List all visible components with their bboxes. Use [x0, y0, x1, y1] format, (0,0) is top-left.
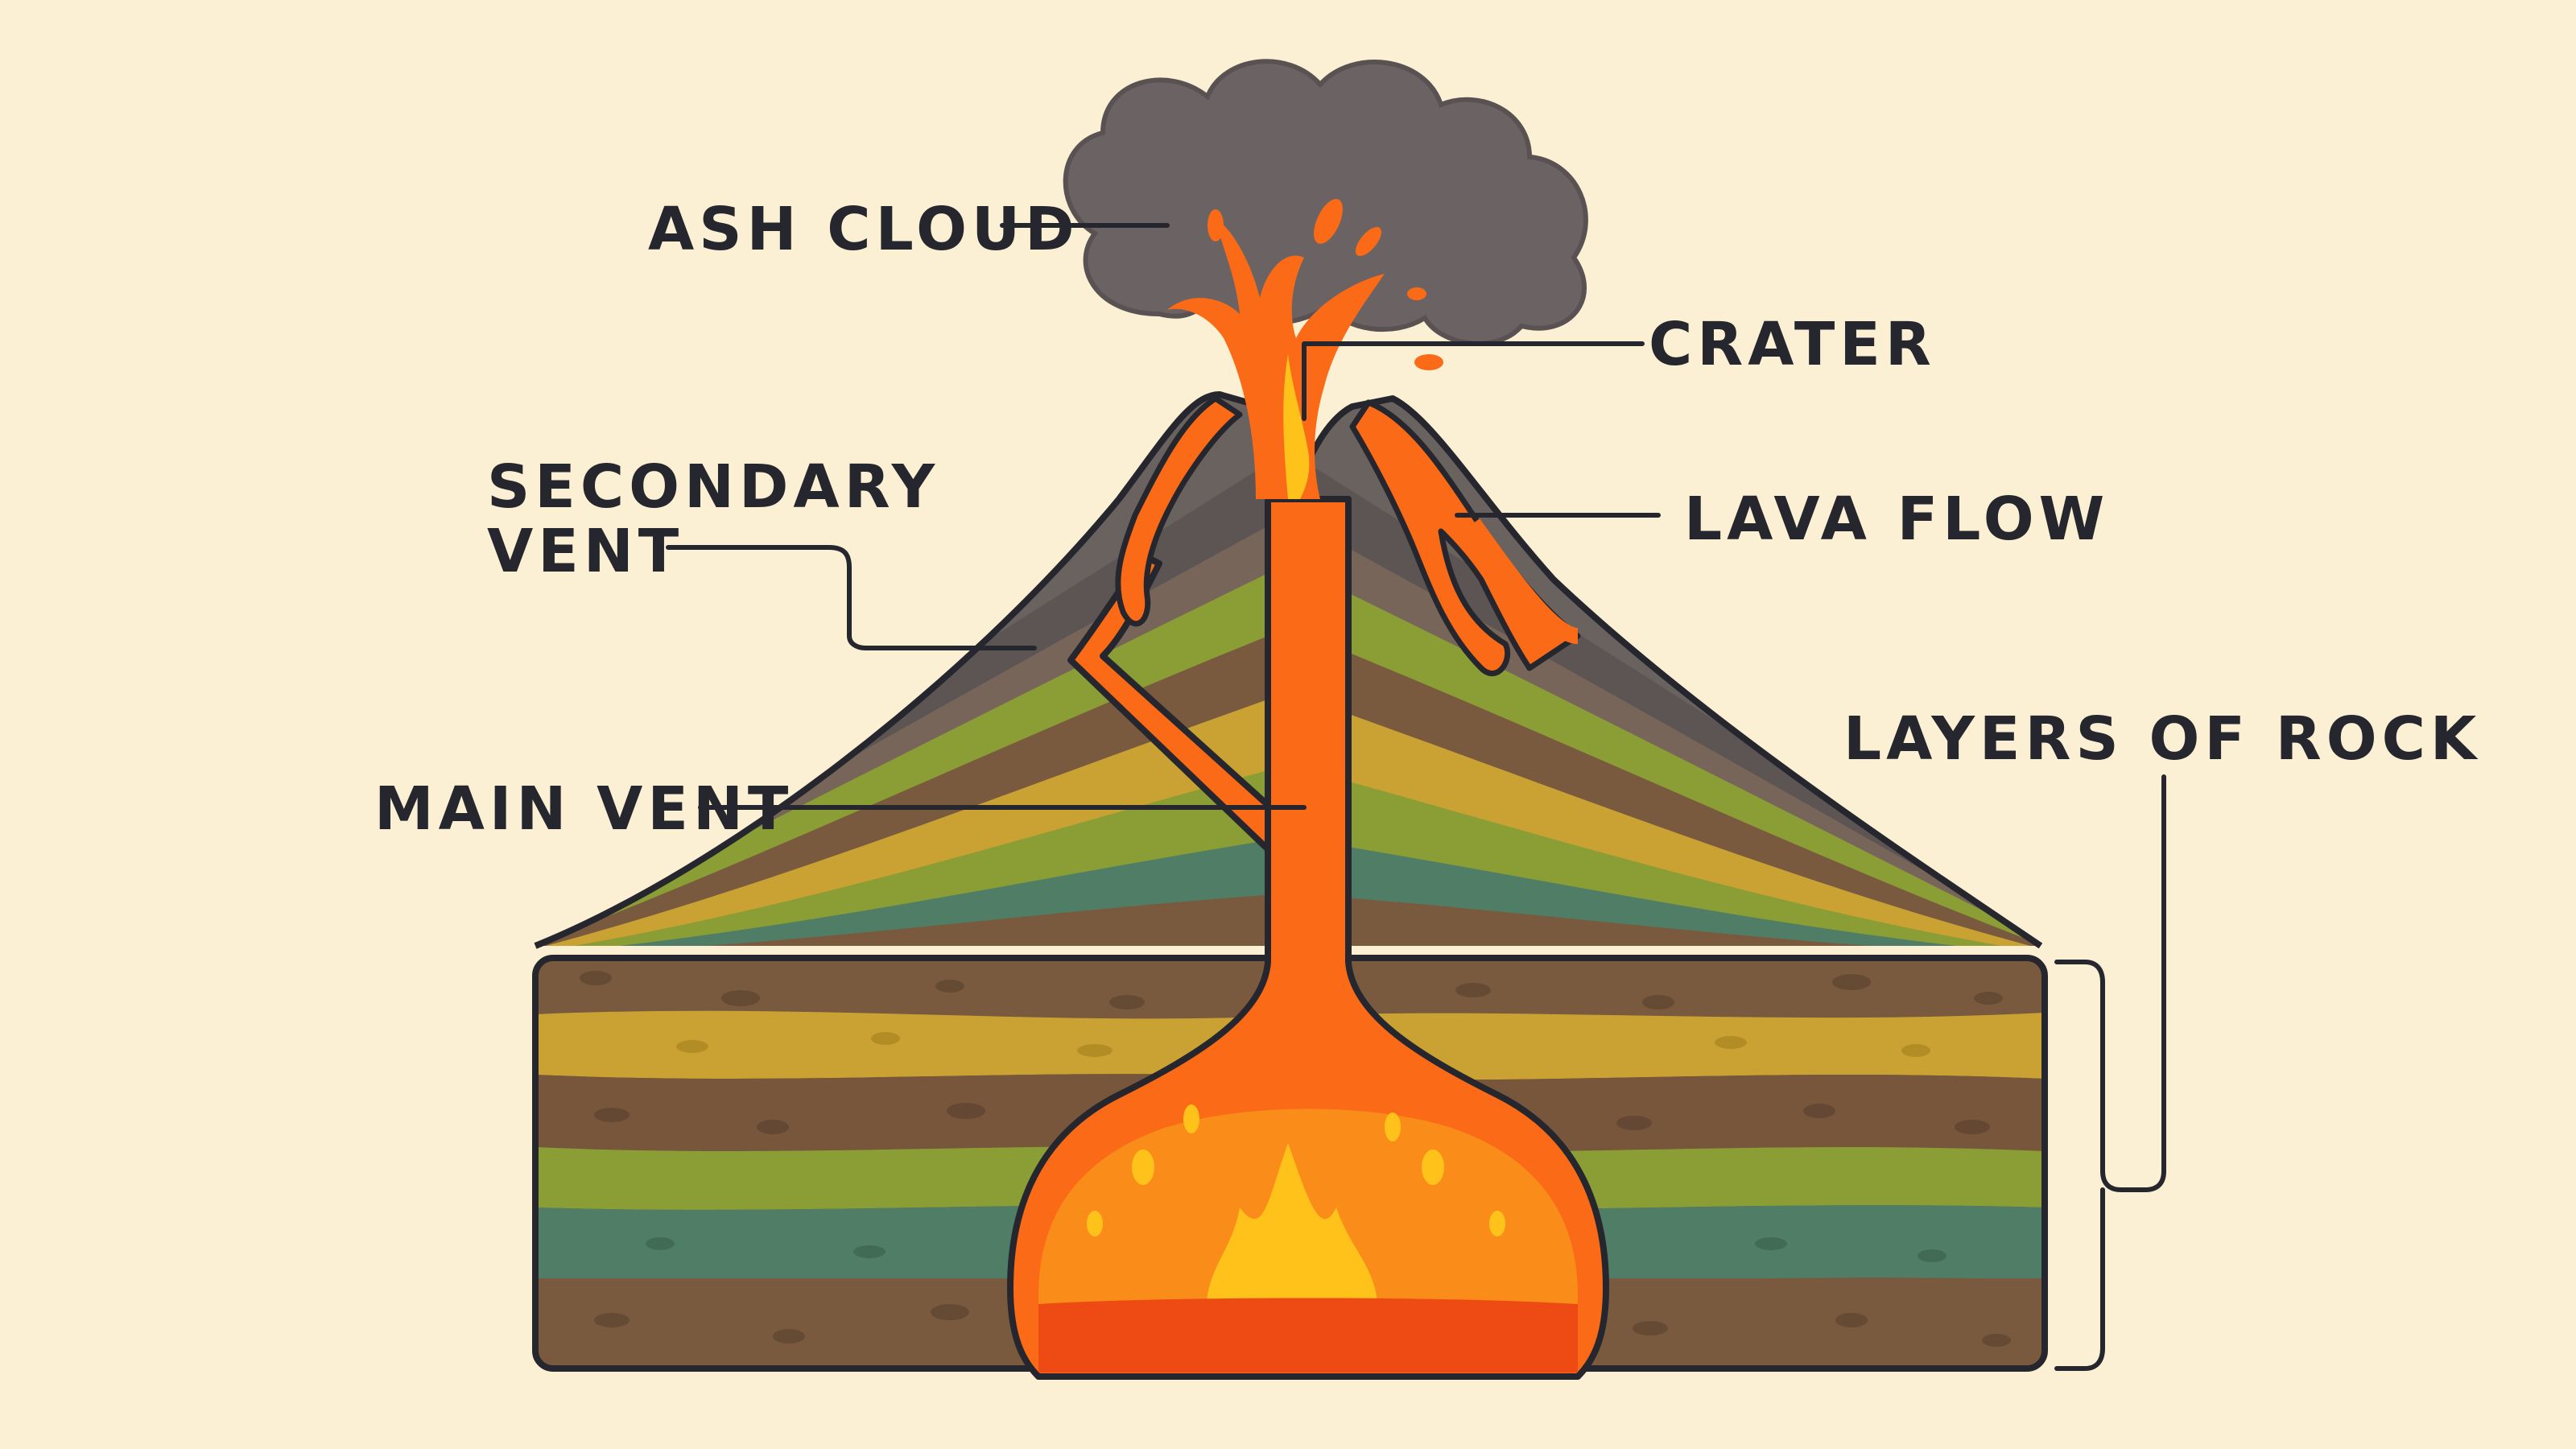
ash-cloud [1063, 59, 1588, 346]
layers-bracket [2054, 774, 2166, 1371]
layers-of-rock-label: LAYERS OF ROCK [1843, 704, 2482, 774]
crater-label: CRATER [1649, 310, 1936, 379]
crater-leader [1302, 341, 1645, 421]
secondary-vent-label-line2: VENT [487, 517, 684, 586]
main-vent-label: MAIN VENT [374, 774, 794, 844]
ash-cloud-label: ASH CLOUD [648, 195, 1080, 264]
lava-flows [1115, 395, 1581, 676]
magma-chamber [1007, 496, 1609, 1380]
lava-flow-label: LAVA FLOW [1684, 485, 2110, 554]
eruption-plume [1167, 199, 1443, 499]
secondary-vent-label: SECONDARY VENT [487, 455, 939, 584]
secondary-vent-label-line1: SECONDARY [487, 452, 940, 522]
secondary-vent-leader [666, 545, 1037, 650]
